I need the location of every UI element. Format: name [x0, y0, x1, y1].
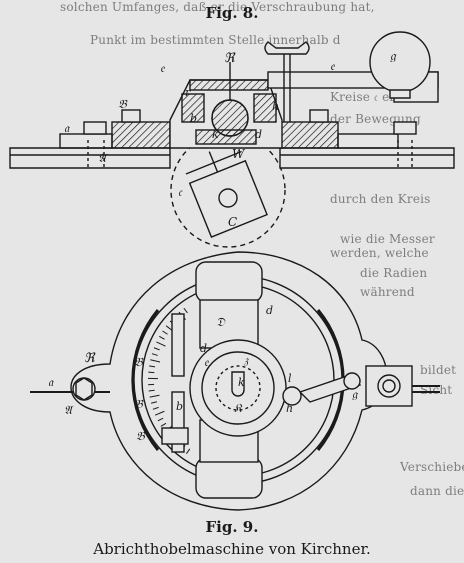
fig8-title: Fig. 8. [205, 4, 259, 22]
scale-tick [153, 347, 160, 351]
fig9-label-R: ℜ [84, 351, 96, 366]
scale-tick [183, 307, 188, 314]
fig9-label-z: 𝔷 [244, 353, 249, 367]
fig9-label-b: b [176, 400, 183, 413]
bleed-line: die Radien [360, 266, 428, 280]
fig9-adjust-screw [161, 427, 189, 445]
bleed-line: während [360, 285, 415, 299]
scale-tick [151, 353, 158, 356]
fig8-label-A: 𝔄 [98, 151, 108, 165]
fig9-label-B2: 𝔅 [134, 397, 144, 411]
scale-tick [185, 448, 191, 455]
fig9-label-l: l [288, 372, 292, 385]
figure-caption: Abrichthobelmaschine von Kirchner. [93, 540, 371, 558]
scale-tick [154, 410, 165, 416]
fig9-label-k: k [238, 376, 245, 389]
fig8-label-g: 𝔤 [390, 49, 397, 64]
bleed-line: werden, welche [330, 246, 429, 260]
fig9-label-D: 𝔇 [216, 315, 226, 329]
fig9-weight-box [365, 365, 413, 407]
fig9-label-d2: d [200, 342, 207, 355]
scale-tick [152, 406, 159, 410]
scale-tick [157, 417, 164, 422]
bleed-line: durch den Kreis [330, 192, 431, 206]
fig8-label-e: 𝔢 [160, 61, 165, 75]
fig8-label-C: C [228, 215, 237, 229]
fig8-label-r: r [185, 86, 191, 99]
fig8-label-R: ℜ [224, 51, 236, 66]
fig8-label-c: 𝔠 [178, 185, 183, 199]
fig9-label-K: 𝔎 [234, 401, 243, 415]
scale-tick [148, 371, 155, 374]
fig8-cutter-circle [170, 132, 286, 248]
fig9-label-A: 𝔄 [64, 403, 74, 417]
fig9-label-g: 𝔤 [352, 387, 359, 401]
fig9-label-h: h [286, 402, 293, 415]
fig8-block-left [111, 121, 171, 149]
scale-tick [150, 401, 157, 404]
fig8-label-h: h [272, 100, 279, 113]
scale-tick [150, 359, 161, 363]
fig8-label-d: d [255, 128, 262, 141]
fig9-label-e: 𝔢 [204, 355, 209, 369]
fig9-title: Fig. 9. [205, 518, 259, 536]
fig8-label-k: k [212, 128, 219, 141]
fig8-label-e2: 𝔢 [330, 59, 335, 73]
fig9-bearing-top [195, 261, 263, 303]
scale-tick [149, 365, 156, 368]
scale-tick [159, 335, 165, 340]
fig9-label-B3: 𝔅 [136, 429, 146, 443]
fig8-block-right [279, 121, 339, 149]
scale-tick [148, 389, 155, 392]
bleed-line: solchen Umfanges, daß er die Verschraubu… [60, 0, 375, 14]
scale-tick [149, 394, 160, 398]
fig8-spindle [218, 188, 238, 208]
bleed-line: Verschieben [400, 460, 464, 474]
scale-tick [160, 422, 167, 427]
scale-tick [156, 341, 166, 347]
fig9-bearing-bottom [195, 457, 263, 499]
fig9-label-d: d [266, 304, 273, 317]
bleed-line: Punkt im bestimmten Stelle innerhalb d [90, 33, 341, 47]
fig8-label-a: 𝔞 [64, 121, 70, 135]
fig8-label-b: b [190, 112, 197, 125]
scale-tick [162, 330, 168, 335]
fig8-label-W: W [232, 147, 246, 161]
fig8-wing-nut [264, 41, 310, 55]
bleed-line: wie die Messer [340, 232, 435, 246]
bleed-line: dann die [410, 484, 464, 498]
fig9-label-a: 𝔞 [48, 375, 54, 389]
fig9-label-B: 𝔅 [134, 355, 144, 369]
fig8-label-B: 𝔅 [118, 97, 128, 111]
bleed-line: bildet [420, 363, 457, 377]
